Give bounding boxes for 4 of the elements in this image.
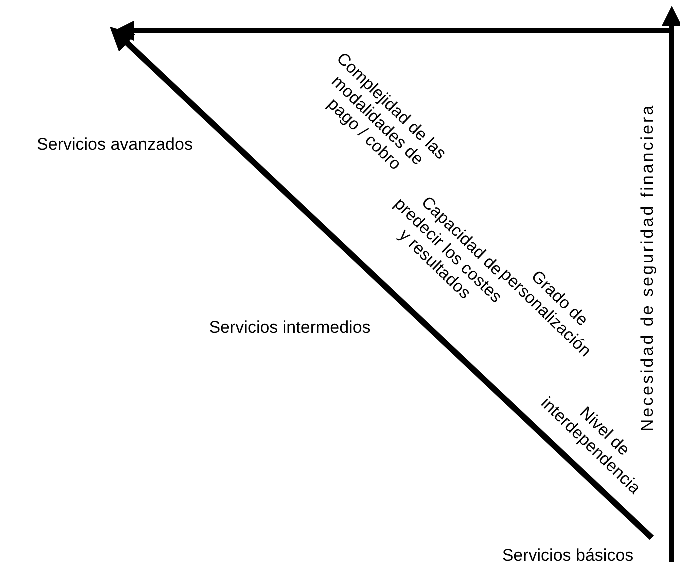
axis-label: Servicios intermedios — [208, 318, 372, 338]
axis-label: Servicios avanzados — [36, 135, 194, 155]
axis-label: Necesidad de seguridad financiera — [638, 102, 658, 432]
axis-label: Servicios básicos — [501, 546, 635, 566]
